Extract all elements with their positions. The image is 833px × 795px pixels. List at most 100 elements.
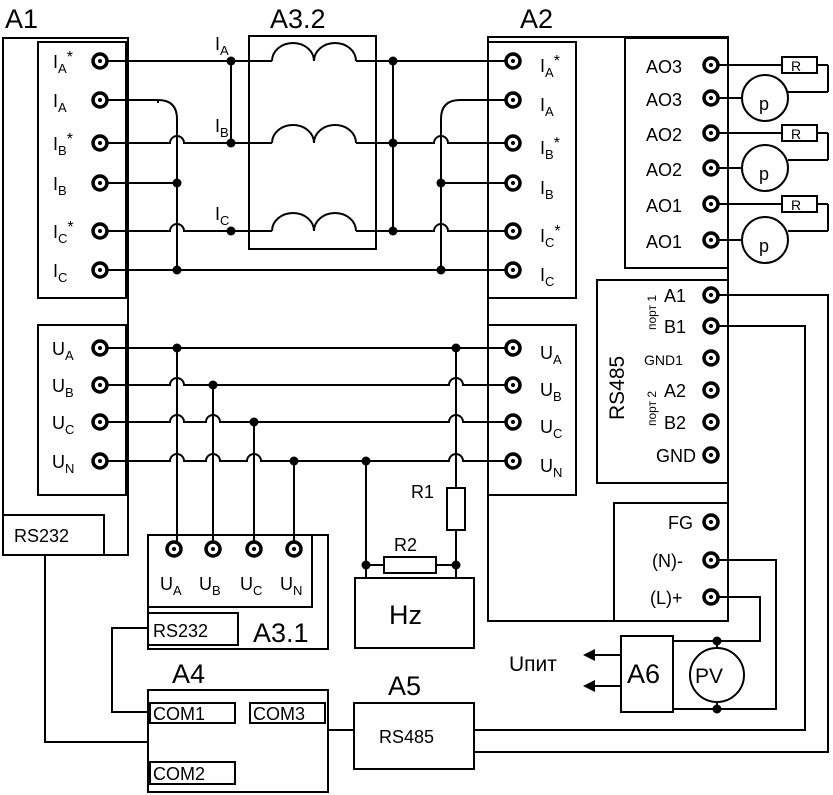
wire-ia-bus-a2 [440, 99, 506, 270]
junction-dot [712, 704, 722, 714]
terminal-center [292, 547, 296, 551]
a2-voltage-label: UN [540, 456, 562, 480]
terminal-center [98, 459, 102, 463]
a4-com3-box [249, 702, 326, 724]
terminal-center [511, 346, 515, 350]
a1-voltage-label: UN [52, 452, 74, 476]
a1-rs232-box [2, 514, 105, 556]
terminal-center [709, 420, 713, 424]
terminal-center [98, 346, 102, 350]
terminal-center [98, 141, 102, 145]
terminal-center [511, 181, 515, 185]
terminal-center [511, 459, 515, 463]
terminal-center [709, 238, 713, 242]
r2-resistor [383, 556, 437, 574]
terminal-center [211, 547, 215, 551]
terminal-center [98, 268, 102, 272]
a2-current-panel [487, 41, 577, 299]
terminal-center [511, 420, 515, 424]
hz-block [354, 577, 475, 649]
r2-label: R2 [394, 535, 417, 555]
ao-label: AO1 [646, 196, 682, 216]
terminal-center [172, 547, 176, 551]
power-pin-label: (L)+ [650, 588, 683, 608]
supply-label: Uпит [509, 653, 557, 676]
junction-dot [172, 343, 182, 353]
terminal-center [709, 131, 713, 135]
a4-com3-label: COM3 [253, 704, 305, 724]
r1-resistor [446, 487, 466, 531]
ao-meter [741, 144, 789, 192]
a6-title: A6 [627, 659, 660, 689]
terminal-center [709, 520, 713, 524]
phase-label: IB [215, 116, 229, 140]
terminal-center [98, 181, 102, 185]
a4-com2-label: COM2 [153, 764, 205, 784]
wire-ub [107, 377, 506, 386]
arrow-head [583, 680, 595, 692]
a3-1-title: A3.1 [253, 618, 309, 648]
junction-dot [289, 456, 299, 466]
a1-voltage-label: UB [52, 376, 74, 400]
terminal-center [709, 356, 713, 360]
wire-a31-com1 [111, 627, 150, 713]
rs485-pin-label: A1 [664, 286, 686, 306]
ao-resistor-label: R [791, 58, 801, 74]
a1-current-label: IB* [53, 131, 73, 158]
junction-dot [361, 560, 371, 570]
power-pin-label: (N)- [652, 551, 683, 571]
rs485-pin-label: GND [656, 446, 696, 466]
a2-current-label: IB [540, 178, 554, 202]
ao-label: AO2 [646, 160, 682, 180]
a5-block [353, 702, 475, 770]
terminal-center [511, 383, 515, 387]
wire-un [107, 453, 506, 462]
terminal-center [511, 268, 515, 272]
a2-current-label: IB* [540, 135, 560, 162]
junction-dot [451, 343, 461, 353]
junction-dot [226, 138, 236, 148]
a2-voltage-label: UB [540, 380, 562, 404]
terminal-center [709, 558, 713, 562]
rs485-pin-label: A2 [664, 381, 686, 401]
pv-label: PV [695, 665, 723, 688]
transformer-coil [271, 124, 357, 144]
rs485-port1-label: порт 1 [645, 295, 659, 330]
terminal-center [98, 420, 102, 424]
junction-dot [388, 56, 398, 66]
rs485-port2-label: порт 2 [645, 391, 659, 426]
ao-label: AO2 [646, 125, 682, 145]
a2-voltage-label: UC [540, 417, 562, 441]
a2-title: A2 [520, 4, 553, 34]
terminal-labels: IA*IAIB*IBIC*ICIA*IAIB*IBIC*ICUAUBUCUNUA… [52, 49, 696, 608]
a1-current-label: IC* [53, 219, 74, 246]
terminal-center [98, 383, 102, 387]
a1-current-label: IA* [53, 49, 73, 76]
transformer-coil [271, 42, 357, 62]
r1-label: R1 [411, 482, 434, 502]
rs485-pin-label: B1 [664, 317, 686, 337]
junction-dot [172, 178, 182, 188]
ao-resistor-label: R [791, 197, 801, 213]
a4-com1-label: COM1 [153, 704, 205, 724]
a1-current-label: IC [53, 261, 67, 285]
ao-meter [741, 74, 789, 122]
wire-rs485-a [474, 294, 829, 753]
a6-block [620, 635, 674, 713]
hz-label: Hz [389, 600, 422, 630]
terminal-center [709, 202, 713, 206]
a1-voltage-label: UC [52, 413, 74, 437]
terminal-center [709, 293, 713, 297]
a2-current-label: IC [540, 265, 554, 289]
terminal-center [98, 98, 102, 102]
terminal-center [511, 98, 515, 102]
a1-rs232-label: RS232 [14, 526, 69, 546]
ao-meter-label: p [759, 236, 769, 256]
power-pin-label: FG [668, 513, 693, 533]
a2-current-label: IA [540, 95, 554, 119]
junction-dot [361, 456, 371, 466]
junction-dot [388, 138, 398, 148]
terminal-center [98, 229, 102, 233]
terminal-center [709, 324, 713, 328]
